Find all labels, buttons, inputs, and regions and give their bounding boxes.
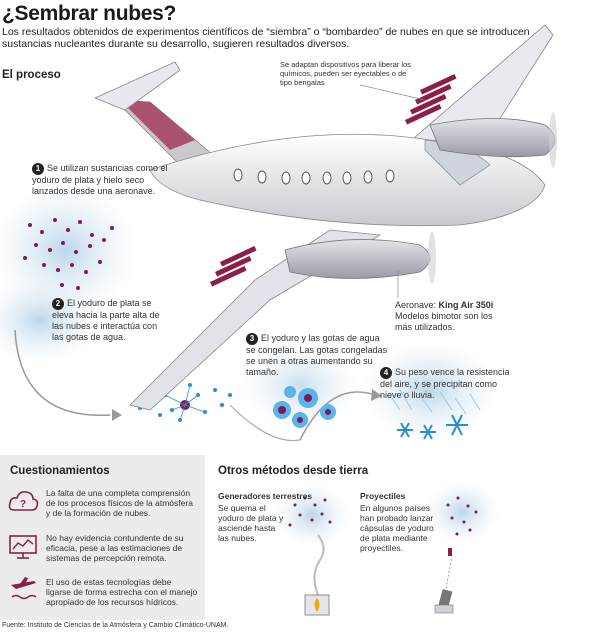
- callout-dispositivos: [359, 84, 426, 101]
- step-2-number: 2: [52, 298, 64, 310]
- proyectiles-text: En algunos países han probado lanzar cáp…: [360, 503, 434, 553]
- molecule-cluster: [138, 383, 232, 422]
- projectile-launcher: [434, 548, 454, 614]
- generator-smoke: [313, 534, 325, 596]
- flow-arrow-2: [229, 404, 301, 442]
- generadores-text: Se quema el yoduro de plata y asciende h…: [218, 503, 284, 543]
- otros-heading: Otros métodos desde tierra: [218, 465, 369, 477]
- flow-arrow-3-head: [371, 389, 382, 401]
- airplane-water-icon: [11, 577, 37, 600]
- step-3-number: 3: [246, 333, 258, 345]
- cloud-right: [360, 340, 500, 440]
- aeronave-label: Aeronave: King Air 350i Modelos bimotor …: [395, 300, 505, 333]
- chart-monitor-icon: [9, 535, 37, 559]
- ground-generator: [304, 594, 330, 616]
- cuestionamiento-3: El uso de estas tecnologías debe ligarse…: [46, 577, 198, 607]
- cuestionamiento-2: No hay evidencia contundente de su efica…: [46, 533, 184, 563]
- projectile-cloud: [424, 480, 500, 544]
- aeronave-model: King Air 350i: [438, 300, 494, 310]
- generadores-title: Generadores terrestres: [218, 491, 313, 501]
- source-footer: Fuente: Instituto de Ciencias de la Atmó…: [2, 622, 229, 629]
- lower-engine: [284, 239, 431, 279]
- svg-text:?: ?: [20, 499, 26, 510]
- silver-iodide-particles: [23, 218, 114, 290]
- step-2-text: El yoduro de plata se eleva hacia la par…: [52, 298, 160, 342]
- flare-dispenser-lower: [210, 245, 257, 287]
- cuestionamiento-1: La falta de una completa comprensión de …: [46, 488, 193, 518]
- tail-fin-stripe: [120, 100, 195, 150]
- page-title: ¿Sembrar nubes?: [2, 2, 177, 25]
- lower-wing: [129, 229, 382, 411]
- cabin-windows: [233, 168, 395, 185]
- flow-arrow-1-head: [112, 409, 122, 421]
- flow-arrow-3: [299, 391, 376, 441]
- ice-crystals-cluster: [273, 386, 336, 428]
- aeronave-prefix: Aeronave:: [395, 300, 437, 310]
- generator-particles: [288, 496, 332, 527]
- step-3-text: El yoduro y las gotas de agua se congela…: [246, 333, 388, 377]
- flare-dispenser-upper: [405, 73, 457, 125]
- process-heading: El proceso: [2, 69, 61, 81]
- airplane-king-air: [93, 24, 557, 411]
- step-4-number: 4: [380, 367, 392, 379]
- step-1-number: 1: [32, 163, 44, 175]
- aeronave-note: Modelos bimotor son los más utilizados.: [395, 311, 493, 332]
- upper-propeller: [549, 112, 557, 168]
- cloud-mid: [0, 275, 100, 365]
- flow-arrow-1: [14, 329, 111, 416]
- cloud-question-icon: ?: [8, 491, 39, 511]
- snowflakes: [397, 414, 468, 440]
- generator-cloud: [274, 483, 350, 547]
- projectile-particles: [446, 496, 478, 536]
- step-1-text: Se utilizan sustancias como el yoduro de…: [32, 163, 168, 196]
- lower-propeller: [428, 232, 436, 284]
- step-4-text: Su peso vence la resistencia del aire, y…: [380, 367, 510, 400]
- proyectiles-title: Proyectiles: [360, 491, 406, 501]
- page-subtitle: Los resultados obtenidos de experimentos…: [2, 26, 530, 50]
- dispositivos-note: Se adaptan dispositivos para liberar los…: [280, 60, 411, 87]
- stabilizer: [93, 61, 181, 111]
- rain-streaks: [389, 389, 481, 415]
- cuestionamientos-heading: Cuestionamientos: [10, 465, 110, 477]
- upper-engine: [429, 118, 556, 158]
- cuestionamientos-panel: Cuestionamientos ? La falta de una compl…: [0, 455, 205, 620]
